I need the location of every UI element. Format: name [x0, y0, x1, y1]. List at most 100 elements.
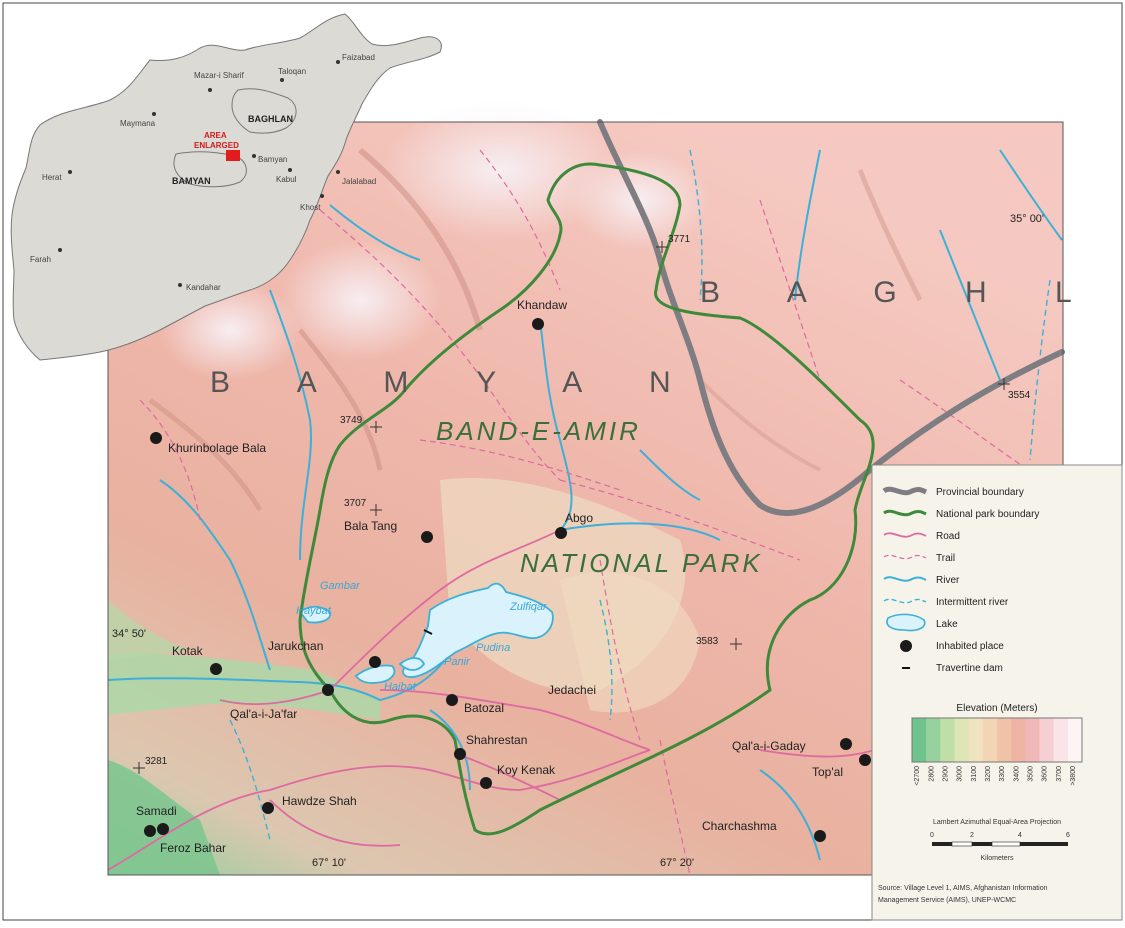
legend-elevation-title: Elevation (Meters)	[956, 703, 1037, 714]
label-batozal: Batozal	[464, 701, 504, 715]
legend-elevation-tick: 3400	[1013, 766, 1020, 782]
legend-item-0: Provincial boundary	[936, 487, 1024, 498]
place-topal-dot	[859, 754, 871, 766]
inset-city-6: Jalalabad	[342, 177, 376, 186]
legend-elevation-tick: 3200	[985, 766, 992, 782]
park-name-line1: BAND-E-AMIR	[436, 416, 641, 446]
place-khandaw-dot	[532, 318, 544, 330]
legend-elevation-tick: 2900	[942, 766, 949, 782]
inset-city-5: Kabul	[276, 175, 297, 184]
legend-elevation-tick: 3300	[999, 766, 1006, 782]
place-bala-tang-dot	[421, 531, 433, 543]
place-shahrestan-dot	[454, 748, 466, 760]
legend-scale-tick-2: 4	[1018, 832, 1022, 839]
place-qalai-gaday-dot	[840, 738, 852, 750]
legend-elevation-tick: 3600	[1042, 766, 1049, 782]
label-jarukchan: Jarukchan	[268, 639, 323, 653]
label-abgo: Abgo	[565, 511, 593, 525]
inset-city-0: Mazar-i Sharif	[194, 71, 245, 80]
label-qalai-jafar: Qal'a-i-Ja'far	[230, 707, 297, 721]
inset-city-3: Maymana	[120, 119, 156, 128]
inset-city-1: Taloqan	[278, 67, 306, 76]
legend-elevation-swatch	[1011, 718, 1026, 762]
label-topal: Top'al	[812, 765, 843, 779]
legend-scale-unit: Kilometers	[980, 855, 1014, 862]
legend-item-1: National park boundary	[936, 509, 1039, 520]
elev-3583: 3583	[696, 636, 719, 647]
legend-item-5: Intermittent river	[936, 597, 1009, 608]
label-khandaw: Khandaw	[517, 298, 567, 312]
legend-lake-symbol	[886, 613, 926, 632]
place-kotak-dot	[210, 663, 222, 675]
legend-elevation-swatch	[940, 718, 955, 762]
lake-zulfiqar	[402, 582, 554, 678]
elev-3707: 3707	[344, 498, 367, 509]
legend-scale-tick-1: 2	[970, 832, 974, 839]
inset-city-8: Herat	[42, 173, 62, 182]
legend-source: Source: Village Level 1, AIMS, Afghanist…	[878, 885, 1049, 904]
place-batozal-dot	[446, 694, 458, 706]
place-khurinbolaga-dot	[150, 432, 162, 444]
label-jedachei: Jedachei	[548, 683, 596, 697]
legend-elevation-tick: <2700	[914, 766, 921, 786]
place-samadi-dot-1	[144, 825, 156, 837]
legend-scale-tick-3: 6	[1066, 832, 1070, 839]
travertine-dam-mark	[423, 629, 433, 635]
legend-item-3: Trail	[936, 553, 955, 564]
place-hawdze-shah-dot	[262, 802, 274, 814]
legend-place-symbol	[900, 640, 912, 652]
elev-3771: 3771	[668, 234, 691, 245]
legend: Provincial boundary National park bounda…	[871, 464, 1123, 921]
legend-elevation-bar	[911, 717, 1083, 763]
inset-area-label-0: AREA	[204, 131, 227, 140]
label-feroz-bahar: Feroz Bahar	[160, 841, 226, 855]
label-lake-pudina: Pudina	[476, 642, 510, 654]
legend-river-symbol	[883, 576, 927, 582]
coord-lat-2: 34° 50'	[112, 628, 146, 640]
legend-elevation-swatch	[1025, 718, 1040, 762]
legend-elevation-border	[911, 717, 1083, 763]
park-name-line2: NATIONAL PARK	[520, 548, 763, 578]
legend-elevation-swatch	[954, 718, 970, 762]
elev-3281: 3281	[145, 756, 168, 767]
legend-projection: Lambert Azimuthal Equal-Area Projection	[933, 819, 1061, 826]
place-jarukchan-dot	[369, 656, 381, 668]
legend-elevation-tick: 3100	[971, 766, 978, 782]
trails	[139, 149, 1061, 876]
legend-elevation-swatch	[1039, 718, 1055, 762]
inset-province-0: BAGHLAN	[248, 114, 293, 124]
label-bala-tang: Bala Tang	[344, 519, 397, 533]
legend-item-6: Lake	[936, 619, 958, 630]
coord-lon-1: 67° 10'	[312, 857, 346, 869]
legend-elevation-swatch	[1053, 718, 1069, 762]
label-lake-gambar: Gambar	[320, 580, 361, 592]
label-koy-kenak: Koy Kenak	[497, 763, 556, 777]
label-shahrestan: Shahrestan	[466, 733, 527, 747]
label-qalai-gaday: Qal'a-i-Gaday	[732, 739, 806, 753]
legend-source-line-2: Management Service (AIMS), UNEP-WCMC	[878, 897, 1016, 904]
legend-elevation-tick: 3500	[1027, 766, 1034, 782]
legend-elevation-tick: 3000	[957, 766, 964, 782]
place-samadi-dot-2	[157, 823, 169, 835]
legend-elevation-tick: 2800	[928, 766, 935, 782]
legend-source-line-1: Source: Village Level 1, AIMS, Afghanist…	[878, 885, 1048, 892]
legend-park-symbol	[883, 509, 927, 517]
label-kotak: Kotak	[172, 644, 204, 658]
legend-elevation-swatch	[982, 718, 998, 762]
inhabited-places	[144, 318, 871, 842]
region-baghlan: B A G H L A N	[700, 276, 1125, 309]
place-abgo-dot	[555, 527, 567, 539]
inset-city-4: Bamyan	[258, 155, 287, 164]
coord-lat-1: 35° 00'	[1010, 213, 1044, 225]
legend-elevation-swatch	[968, 718, 984, 762]
legend-item-4: River	[936, 575, 960, 586]
coord-lon-2: 67° 20'	[660, 857, 694, 869]
legend-box	[871, 464, 1123, 921]
inset-city-7: Khost	[300, 203, 321, 212]
place-charchashma-dot	[814, 830, 826, 842]
label-lake-zulfiqar: Zulfiqar	[509, 601, 548, 613]
label-samadi: Samadi	[136, 804, 177, 818]
elev-3554: 3554	[1008, 390, 1031, 401]
